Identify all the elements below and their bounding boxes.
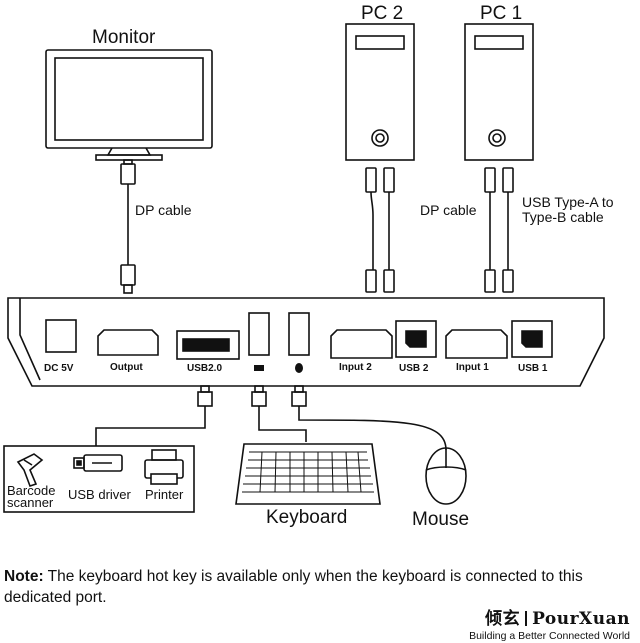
mouse-icon (425, 447, 467, 505)
peripheral-cables (95, 406, 447, 451)
usb-cable-label-line2: Type-B cable (522, 209, 604, 225)
pc2-tower-icon (345, 23, 415, 161)
note-prefix: Note: (4, 568, 44, 585)
dc-5v-label: DC 5V (44, 363, 74, 374)
pc1-label: PC 1 (480, 3, 523, 24)
mouse-small-icon (295, 363, 303, 373)
pc1-tower-icon (464, 23, 534, 161)
pc2-cables (365, 167, 395, 293)
barcode-scanner-label-line2: scanner (7, 495, 54, 510)
monitor-dp-cable-label: DP cable (135, 202, 192, 218)
pc1-cables (484, 167, 514, 293)
printer-icon (144, 449, 184, 485)
keyboard-icon (235, 443, 381, 505)
usb-1-label: USB 1 (518, 363, 548, 374)
keyboard-port (248, 312, 270, 356)
mouse-label: Mouse (412, 509, 470, 530)
brand-name: PourXuan (532, 609, 630, 629)
brand-tagline: Building a Better Connected World (469, 630, 630, 642)
note-body: The keyboard hot key is available only w… (4, 568, 583, 606)
kvm-switch-body (7, 297, 605, 387)
usb-1-port (511, 320, 553, 358)
barcode-scanner-label-line1: Barcode (7, 483, 56, 498)
usb-driver-icon (73, 454, 123, 472)
dc-5v-port (45, 319, 77, 353)
printer-label: Printer (145, 487, 184, 502)
input-2-port (330, 329, 393, 359)
barcode-scanner-icon (16, 453, 44, 488)
kvm-ports (45, 312, 553, 373)
usb-driver-label: USB driver (68, 487, 131, 502)
output-label: Output (110, 362, 143, 373)
monitor-dp-cable (120, 159, 136, 294)
usb-2-label: USB 2 (399, 363, 429, 374)
mouse-port (288, 312, 310, 356)
output-port (97, 329, 159, 356)
pc2-label: PC 2 (361, 3, 404, 24)
pc1-dp-cable-label: DP cable (420, 202, 477, 218)
brand-name-row: 倾玄 PourXuan (469, 604, 630, 629)
usb-2-port (395, 320, 437, 358)
brand-separator (525, 611, 528, 626)
usb20-port (176, 330, 240, 360)
usb-devices-box (3, 445, 195, 513)
usb20-label: USB2.0 (187, 363, 223, 374)
usb-cable-label-line1: USB Type-A to (522, 194, 614, 210)
keyboard-small-icon (254, 365, 264, 371)
keyboard-label: Keyboard (266, 507, 348, 528)
input-1-port (445, 329, 508, 359)
monitor-icon (45, 49, 213, 161)
input-1-label: Input 1 (456, 362, 489, 373)
brand-chinese: 倾玄 (485, 609, 521, 629)
peripheral-usb-plugs (197, 385, 307, 407)
brand-logo: 倾玄 PourXuan Building a Better Connected W… (469, 604, 630, 642)
note-text: Note: The keyboard hot key is available … (4, 566, 624, 608)
monitor-label: Monitor (92, 27, 156, 48)
input-2-label: Input 2 (339, 362, 372, 373)
